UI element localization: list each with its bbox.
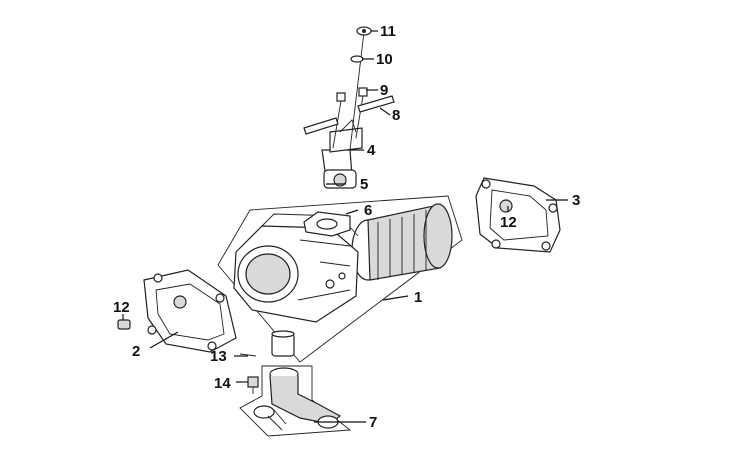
cover-gasket-left-icon [143, 269, 237, 353]
cylinder-assembly-outline [217, 195, 463, 363]
callout-12-left: 12 [113, 299, 130, 316]
chain-tensioner-icon [321, 119, 363, 189]
callout-8: 8 [392, 107, 400, 124]
screw-icon [247, 376, 259, 394]
intake-group-outline [239, 365, 352, 437]
tensioner-rod-icon [349, 31, 365, 151]
callout-12-right: 12 [500, 214, 517, 231]
callout-1: 1 [414, 289, 422, 306]
callout-9: 9 [380, 82, 388, 99]
cover-gasket-right-icon [475, 177, 561, 253]
filter-element-icon [351, 203, 453, 281]
flange-gasket-icon [303, 211, 351, 237]
intake-pipe-icon [253, 367, 342, 431]
leader-8 [379, 107, 391, 116]
cylinder-block-icon [233, 213, 359, 323]
callout-14: 14 [214, 375, 231, 392]
leader-1 [382, 295, 409, 301]
callout-7: 7 [369, 414, 377, 431]
cap-nut-icon [356, 26, 372, 36]
callout-5: 5 [360, 176, 368, 193]
pin-icon [239, 353, 257, 357]
callout-4: 4 [367, 142, 376, 159]
leader-6 [345, 209, 359, 215]
callout-3: 3 [572, 192, 580, 209]
leader-2 [149, 331, 179, 349]
callout-10: 10 [376, 51, 393, 68]
callout-6: 6 [364, 202, 372, 219]
callout-11: 11 [380, 23, 396, 40]
dowel-pin-icon [117, 319, 131, 330]
callout-2: 2 [132, 343, 140, 360]
plate-icon [303, 95, 395, 135]
sleeve-icon [271, 330, 295, 357]
o-ring-icon [350, 55, 364, 63]
callout-13: 13 [210, 348, 227, 365]
